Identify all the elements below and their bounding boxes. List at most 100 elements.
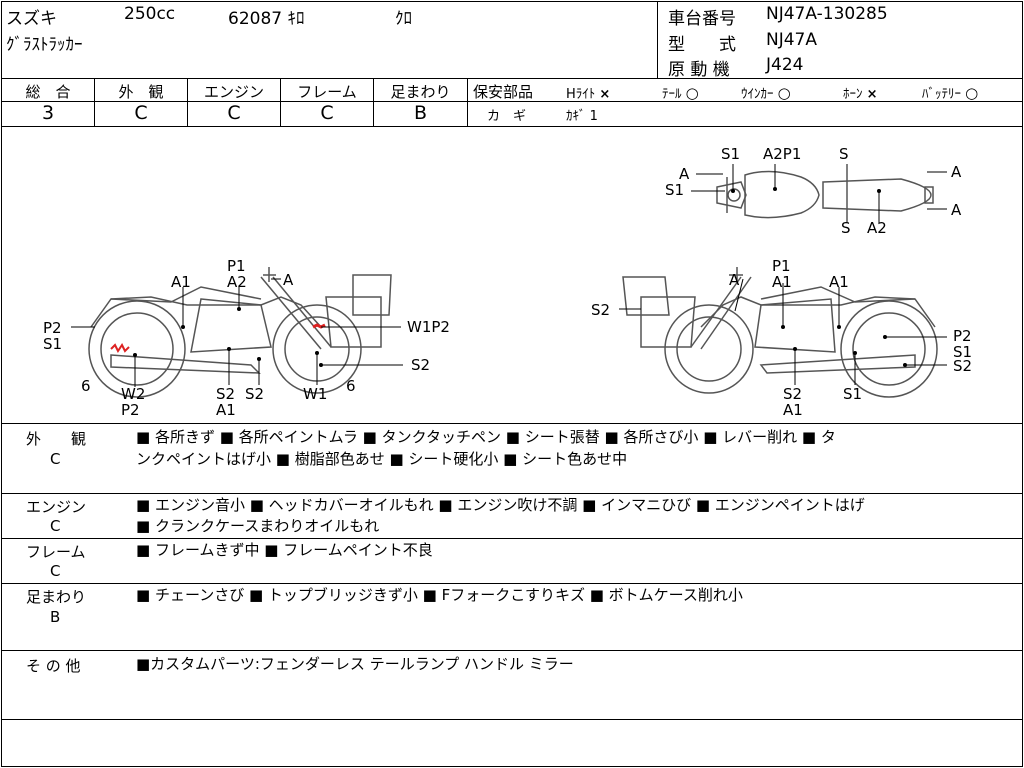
section-grade: C	[50, 450, 61, 468]
safety-mid-rule	[467, 101, 1022, 102]
diagram-label: A2	[867, 219, 887, 237]
diagram-bottom-rule	[1, 423, 1022, 424]
section-title: 外 観	[26, 430, 87, 448]
diagram-label: S2	[591, 301, 610, 319]
section-rule	[1, 538, 1022, 539]
diagram-label: A1	[216, 401, 236, 419]
type-value: NJ47A	[766, 30, 817, 50]
grade-frame-value: C	[320, 102, 334, 124]
section-rule	[1, 583, 1022, 584]
grade-col-divider	[467, 78, 468, 126]
diagram-label: P2	[43, 319, 62, 337]
section-grade: B	[50, 608, 61, 626]
diagram-label: S2	[783, 385, 802, 403]
grade-total-value: 3	[41, 102, 55, 124]
diagram-label: A	[951, 201, 962, 219]
header-bottom-rule	[1, 78, 1022, 79]
tail-status: ○	[685, 84, 699, 102]
bike-right-view	[622, 267, 938, 398]
diagram-label: S	[839, 145, 849, 163]
diagram-label: P1	[227, 257, 246, 275]
diagram-label: S1	[843, 385, 862, 403]
section-grade: C	[50, 517, 61, 535]
key-label: カ ギ	[487, 109, 527, 124]
grade-suspension-value: B	[413, 102, 428, 124]
frame-number-label: 車台番号	[668, 9, 736, 29]
grade-suspension-label: 足まわり	[390, 83, 451, 101]
diagram-label: W1P2	[407, 318, 450, 336]
diagram-label: S2	[216, 385, 235, 403]
headlight-status: ×	[599, 87, 611, 102]
damage-mark	[312, 323, 326, 329]
grades-mid-rule	[1, 101, 467, 102]
diagram-label: W2	[121, 385, 145, 403]
frame-number-value: NJ47A-130285	[766, 4, 888, 24]
displacement: 250cc	[124, 4, 176, 24]
key-value: ｶｷﾞ 1	[566, 109, 598, 124]
header-divider-vertical	[657, 2, 658, 78]
diagram-label: S1	[953, 343, 972, 361]
damage-mark	[110, 343, 130, 353]
section-grade: C	[50, 562, 61, 580]
diagram-label: 6	[81, 377, 91, 395]
grade-total-label: 総 合	[25, 83, 71, 101]
engine-code-value: J424	[766, 55, 804, 75]
diagram-label: A	[283, 271, 294, 289]
safety-winker: ｳｲﾝｶｰ ○	[741, 84, 791, 102]
section-title: フレーム	[26, 543, 86, 561]
safety-parts-label: 保安部品	[473, 83, 534, 101]
section-rule	[1, 493, 1022, 494]
section-title: エンジン	[26, 498, 87, 516]
diagram-label: S2	[953, 357, 972, 375]
diagram-label: A	[729, 271, 740, 289]
section-title: そ の 他	[26, 657, 81, 675]
diagram-label: S1	[43, 335, 62, 353]
diagram-label: W1	[303, 385, 327, 403]
section-line: ■ クランクケースまわりオイルもれ	[136, 517, 380, 535]
diagram-label: P1	[772, 257, 791, 275]
diagram-label: A1	[772, 273, 792, 291]
mileage: 62087 ｷﾛ	[228, 9, 305, 29]
diagram-label: A	[951, 163, 962, 181]
diagram-label: A	[679, 165, 690, 183]
diagram-label: A1	[783, 401, 803, 419]
section-line: ■ エンジン音小 ■ ヘッドカバーオイルもれ ■ エンジン吹け不調 ■ インマニ…	[136, 496, 865, 514]
section-line: ンクペイントはげ小 ■ 樹脂部色あせ ■ シート硬化小 ■ シート色あせ中	[136, 450, 628, 468]
maker: スズキ	[6, 9, 57, 29]
diagram-label: S2	[411, 356, 430, 374]
grade-exterior-value: C	[134, 102, 148, 124]
grade-engine-label: エンジン	[203, 83, 264, 101]
diagram-label: A2	[227, 273, 247, 291]
safety-tail: ﾃｰﾙ ○	[662, 84, 699, 102]
safety-horn: ﾎｰﾝ ×	[843, 87, 878, 102]
grade-col-divider	[280, 78, 281, 126]
grade-col-divider	[94, 78, 95, 126]
model-name: ｸﾞﾗｽﾄﾗｯｶｰ	[6, 35, 83, 55]
section-line: ■ チェーンさび ■ トップブリッジきず小 ■ Fフォークこすりキズ ■ ボトム…	[136, 586, 743, 604]
safety-headlight: Hﾗｲﾄ ×	[566, 87, 611, 102]
diagram-label: S1	[721, 145, 740, 163]
winker-status: ○	[777, 84, 791, 102]
diagram-label: A1	[829, 273, 849, 291]
grade-frame-label: フレーム	[297, 83, 357, 101]
type-label: 型 式	[668, 35, 736, 55]
damage-diagram: S1 A2P1 S A A S1 A S A2 P1 A2 A A1 P2 S1…	[43, 145, 972, 419]
section-rule	[1, 719, 1022, 720]
section-line: ■ フレームきず中 ■ フレームペイント不良	[136, 541, 433, 559]
section-line: ■カスタムパーツ:フェンダーレス テールランプ ハンドル ミラー	[136, 655, 574, 673]
grade-col-divider	[373, 78, 374, 126]
grade-exterior-label: 外 観	[118, 83, 164, 101]
section-rule	[1, 650, 1022, 651]
engine-code-label: 原 動 機	[668, 60, 730, 80]
diagram-label: S	[841, 219, 851, 237]
diagram-label: A1	[171, 273, 191, 291]
color: ｸﾛ	[395, 9, 412, 29]
section-title: 足まわり	[26, 588, 87, 606]
diagram-label: S2	[245, 385, 264, 403]
section-line: ■ 各所きず ■ 各所ペイントムラ ■ タンクタッチペン ■ シート張替 ■ 各…	[136, 428, 836, 446]
diagram-label: S1	[665, 181, 684, 199]
diagram-label: 6	[346, 377, 356, 395]
diagram-label: P2	[953, 327, 972, 345]
horn-status: ×	[866, 87, 878, 102]
